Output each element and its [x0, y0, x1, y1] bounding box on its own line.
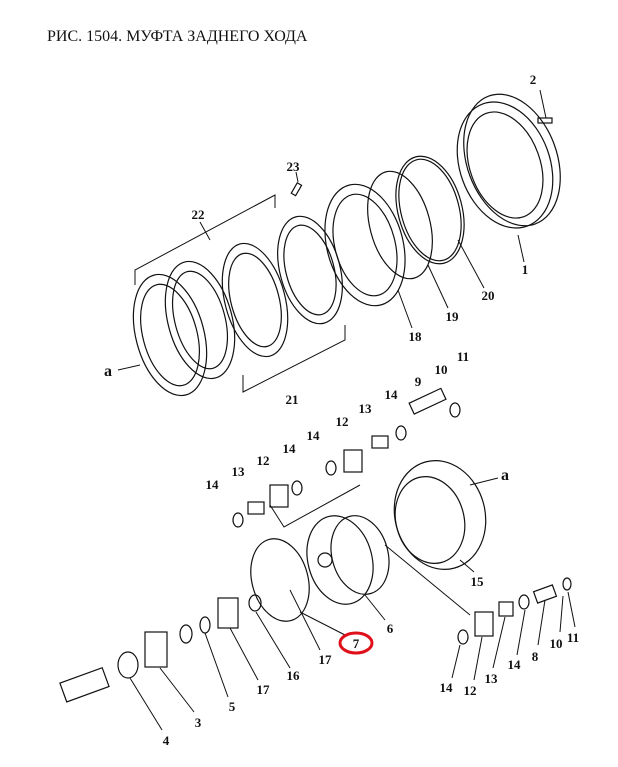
- label: 18: [409, 329, 423, 344]
- label: 12: [257, 453, 270, 468]
- part-plate-18: [324, 183, 406, 307]
- label: 16: [287, 668, 301, 683]
- label: 14: [508, 657, 522, 672]
- label: 8: [532, 649, 539, 664]
- part-gear-3: [144, 631, 168, 668]
- part-discs: [132, 215, 343, 397]
- label: 15: [471, 574, 485, 589]
- label: 21: [286, 392, 299, 407]
- label: 22: [192, 207, 205, 222]
- label: 10: [435, 362, 448, 377]
- label: 2: [530, 72, 537, 87]
- label: 10: [550, 636, 563, 651]
- label: 17: [257, 682, 271, 697]
- label: 11: [457, 349, 469, 364]
- highlight-circle: [338, 631, 374, 655]
- label: 13: [232, 464, 246, 479]
- label: 14: [206, 477, 220, 492]
- part-labels: 2 23 22 1 20 19 18 21 a 11 10 9 14 13 12…: [104, 72, 579, 748]
- part-ring-20: [395, 155, 465, 265]
- label: 3: [195, 715, 202, 730]
- label: 23: [287, 159, 301, 174]
- label: 11: [567, 630, 579, 645]
- part-carrier-6: [306, 515, 374, 605]
- label: a: [104, 363, 112, 380]
- label: 14: [385, 387, 399, 402]
- label: 20: [482, 288, 495, 303]
- label: 1: [522, 262, 529, 277]
- label: 19: [446, 309, 460, 324]
- label: 9: [415, 374, 422, 389]
- label: 14: [307, 428, 321, 443]
- label: 14: [440, 680, 454, 695]
- part-shaft-4: [59, 666, 110, 703]
- label: 14: [283, 441, 297, 456]
- figure-title: РИС. 1504. МУФТА ЗАДНЕГО ХОДА: [47, 28, 308, 45]
- label: 17: [319, 652, 333, 667]
- label: 13: [485, 671, 499, 686]
- part-ring-17: [250, 538, 310, 622]
- label: 7: [353, 636, 360, 651]
- label: 13: [359, 401, 373, 416]
- label: a: [501, 467, 509, 484]
- part-ring-19: [367, 170, 433, 280]
- label: 12: [336, 414, 349, 429]
- label: 12: [464, 683, 477, 698]
- part-gear-15: [393, 460, 487, 570]
- label: 5: [229, 699, 236, 714]
- part-housing: [456, 93, 561, 229]
- label: 6: [387, 621, 394, 636]
- part-gear-16: [217, 597, 239, 629]
- label: 4: [163, 733, 170, 748]
